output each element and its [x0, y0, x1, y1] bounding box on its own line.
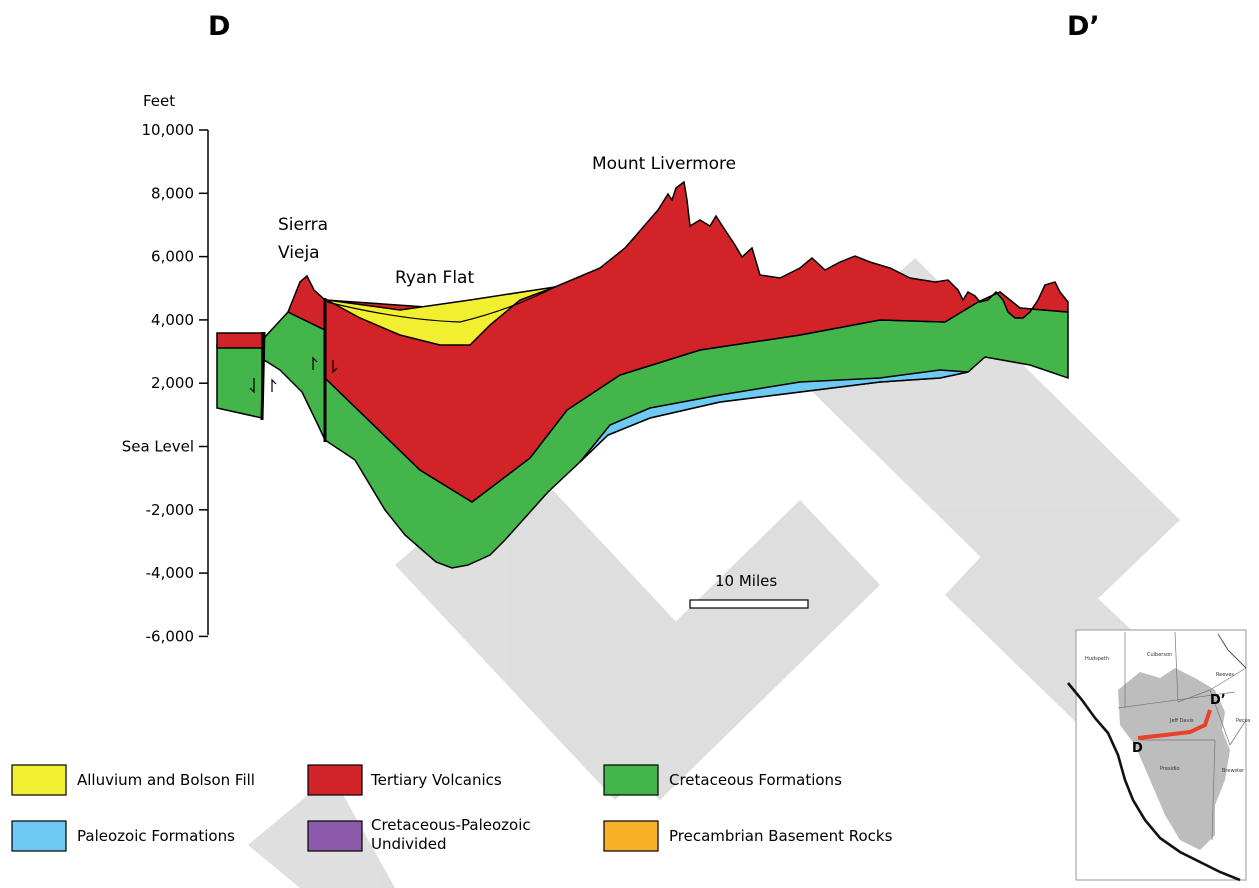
- inset-map-rio-grande: [1066, 682, 1241, 882]
- tertiary-volcanics-layer: [216, 332, 263, 349]
- y-axis-tick-label: -4,000: [146, 564, 194, 582]
- legend: Alluvium and Bolson Fill Tertiary Volcan…: [11, 764, 893, 853]
- y-axis-tick-label: -2,000: [146, 501, 194, 519]
- inset-section-start-label: D: [1132, 741, 1143, 756]
- y-axis-tick-label: 10,000: [142, 121, 195, 139]
- inset-section-end-label: D’: [1210, 693, 1226, 708]
- paleozoic-layer: [579, 369, 969, 463]
- legend-swatch-paleozoic: [11, 820, 67, 852]
- section-end-label: D’: [1067, 11, 1100, 42]
- legend-label-volcanics: Tertiary Volcanics: [370, 771, 502, 789]
- legend-label-cretaceous: Cretaceous Formations: [669, 771, 842, 789]
- legend-label-paleozoic: Paleozoic Formations: [77, 827, 235, 845]
- inset-location-map: Hudspeth Culberson Reeves Jeff Davis Pec…: [1066, 629, 1251, 882]
- legend-swatch-cretaceous: [603, 764, 659, 796]
- inset-county-label: Jeff Davis: [1169, 718, 1194, 724]
- y-axis-tick-label: Sea Level: [122, 438, 194, 456]
- legend-swatch-volcanics: [307, 764, 363, 796]
- inset-county-label: Hudspeth: [1085, 656, 1109, 662]
- inset-county-label: Brewster: [1222, 768, 1245, 774]
- scale-bar-rect: [689, 599, 809, 609]
- y-axis-tick-label: -6,000: [146, 627, 194, 645]
- alluvium-internal-contact: [326, 286, 556, 323]
- fault-line-west: [260, 331, 266, 421]
- inset-map-study-area: [1118, 668, 1230, 850]
- legend-label-precambrian: Precambrian Basement Rocks: [669, 827, 893, 845]
- sierra-vieja-label-line2: Vieja: [278, 243, 320, 263]
- inset-county-label: Reeves: [1216, 672, 1234, 678]
- inset-map-section-line: [1137, 709, 1212, 740]
- y-axis-tick-label: 4,000: [151, 311, 194, 329]
- legend-label-cretaceous-paleozoic-line2: Undivided: [371, 835, 447, 853]
- fault-displacement-arrows: [249, 356, 338, 394]
- legend-label-cretaceous-paleozoic-line1: Cretaceous-Paleozoic: [371, 816, 531, 834]
- inset-county-label: Presidio: [1160, 766, 1180, 772]
- y-axis-unit-label: Feet: [143, 92, 175, 110]
- ryan-flat-label: Ryan Flat: [395, 268, 474, 288]
- scale-bar-label: 10 Miles: [715, 572, 777, 590]
- inset-map-county-lines: [1117, 631, 1247, 841]
- tertiary-volcanics-layer: [324, 180, 1069, 503]
- cross-section-layers: [216, 180, 1069, 569]
- y-axis-tick-label: 2,000: [151, 374, 194, 392]
- legend-swatch-alluvium: [11, 764, 67, 796]
- scale-bar: 10 Miles: [689, 572, 809, 609]
- cretaceous-layer: [263, 311, 326, 441]
- section-start-label: D: [208, 11, 230, 42]
- mount-livermore-label: Mount Livermore: [592, 154, 736, 174]
- inset-county-label: Pecos: [1236, 718, 1251, 724]
- legend-label-alluvium: Alluvium and Bolson Fill: [77, 771, 255, 789]
- legend-swatch-precambrian: [603, 820, 659, 852]
- alluvium-bolson-fill-layer: [326, 286, 556, 346]
- inset-map-pecos-river: [1217, 633, 1247, 669]
- sierra-vieja-label-line1: Sierra: [278, 215, 328, 235]
- cretaceous-layer: [216, 344, 263, 419]
- legend-swatch-cretaceous-paleozoic: [307, 820, 363, 852]
- y-axis-tick-label: 6,000: [151, 248, 194, 266]
- y-axis-tick-label: 8,000: [151, 184, 194, 202]
- inset-county-label: Culberson: [1147, 652, 1172, 658]
